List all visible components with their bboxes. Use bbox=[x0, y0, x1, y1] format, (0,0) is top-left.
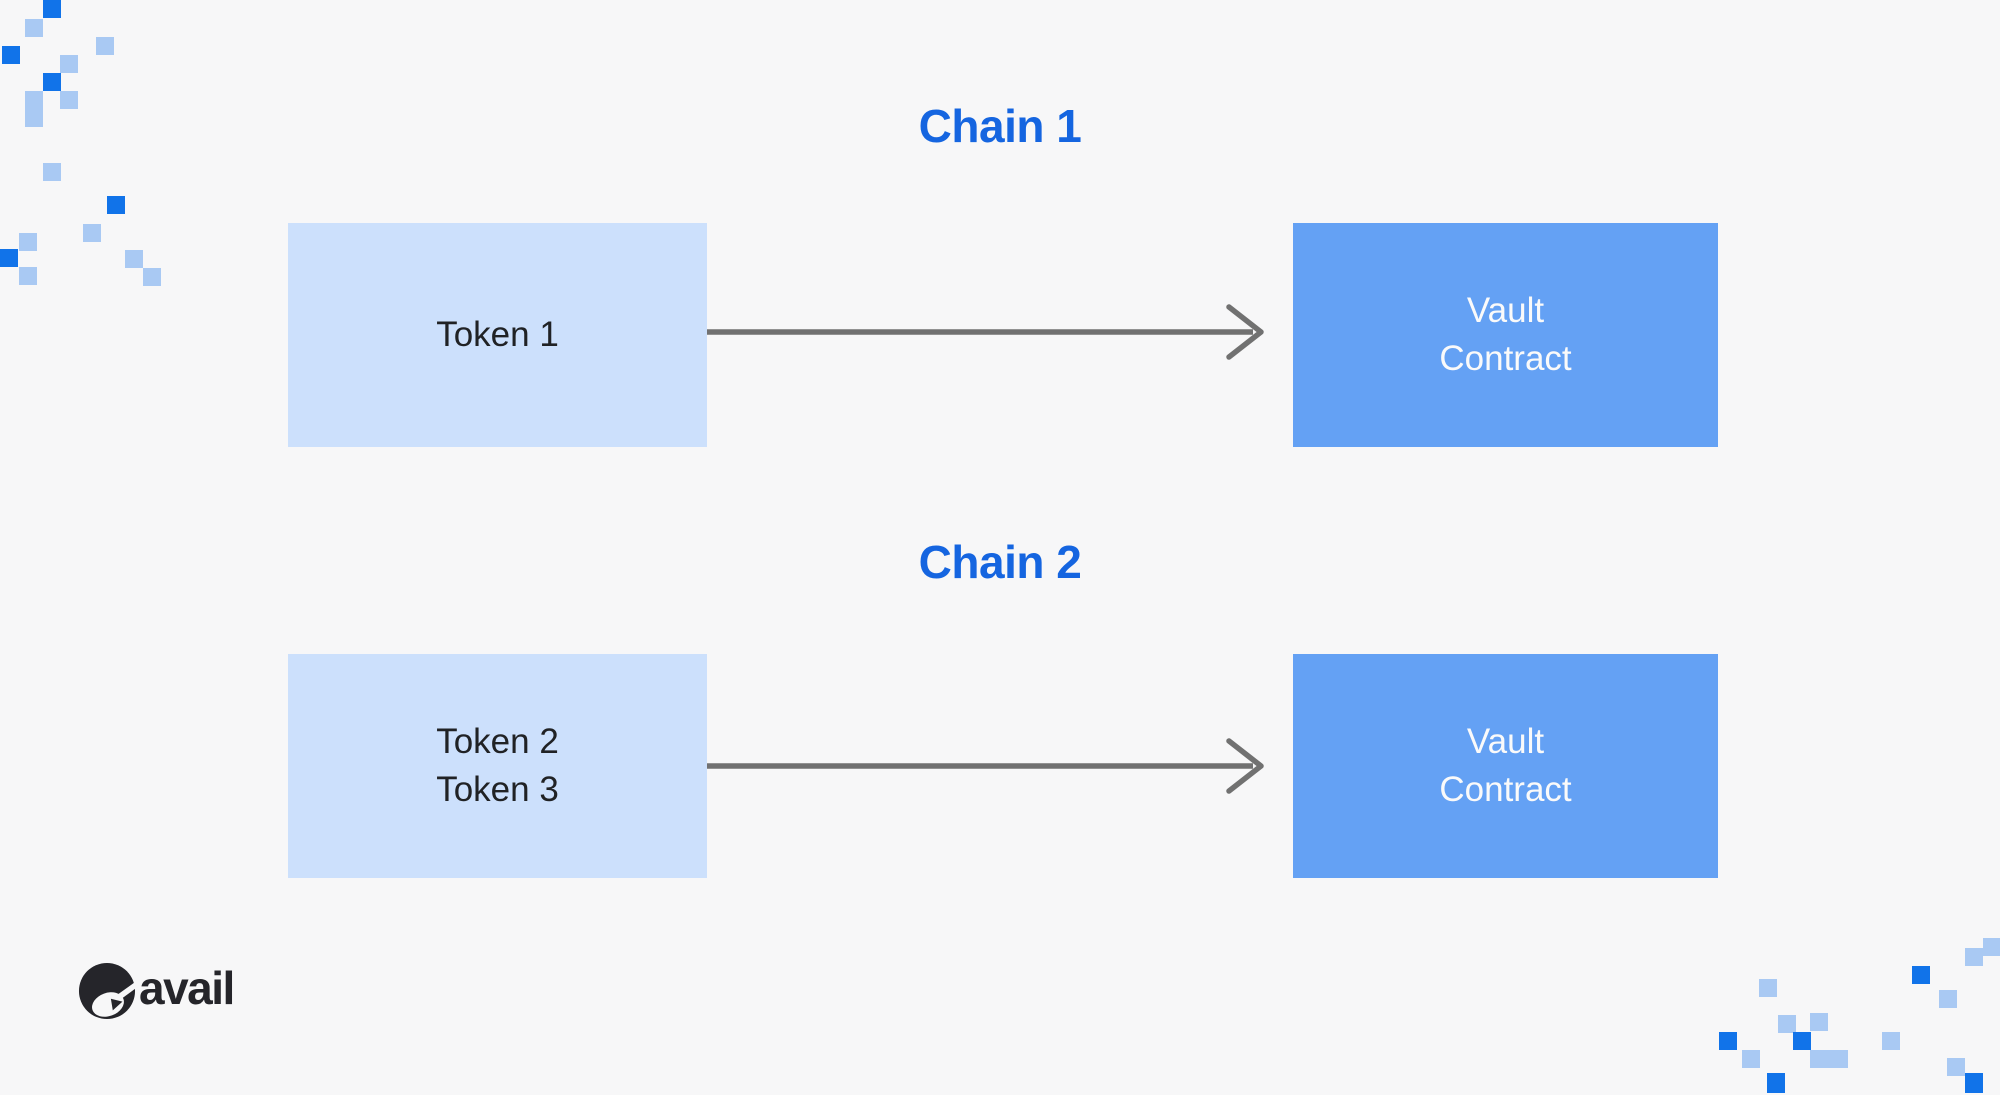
vault-contract-box-chain-2: Vault Contract bbox=[1293, 654, 1718, 878]
token-box-line: Token 3 bbox=[436, 770, 559, 809]
pixel-square bbox=[1719, 1032, 1737, 1050]
pixel-square bbox=[96, 37, 114, 55]
token-box-chain-2: Token 2 Token 3 bbox=[288, 654, 707, 878]
pixel-square bbox=[107, 196, 125, 214]
pixel-square bbox=[1912, 966, 1930, 984]
pixel-square bbox=[1882, 1032, 1900, 1050]
pixel-square bbox=[1947, 1058, 1965, 1076]
pixel-square bbox=[25, 19, 43, 37]
avail-logo-icon bbox=[78, 962, 136, 1020]
pixel-square bbox=[0, 249, 18, 267]
pixel-square bbox=[2, 46, 20, 64]
pixel-square bbox=[125, 250, 143, 268]
arrow-right-icon bbox=[707, 304, 1264, 360]
pixel-square bbox=[1793, 1032, 1811, 1050]
avail-logo-text: avail bbox=[139, 962, 235, 1014]
pixel-square bbox=[1767, 1073, 1785, 1093]
pixel-square bbox=[43, 163, 61, 181]
pixel-square bbox=[19, 233, 37, 251]
pixel-square bbox=[60, 55, 78, 73]
vault-box-line: Contract bbox=[1439, 339, 1572, 378]
pixel-square bbox=[1939, 990, 1957, 1008]
pixel-square bbox=[1742, 1050, 1760, 1068]
pixel-square bbox=[1810, 1050, 1848, 1068]
vault-box-line: Vault bbox=[1466, 291, 1545, 330]
pixel-square bbox=[43, 73, 61, 91]
section-title-chain-2: Chain 2 bbox=[918, 536, 1082, 588]
pixel-square bbox=[19, 267, 37, 285]
vault-box-line: Contract bbox=[1439, 770, 1572, 809]
pixel-square bbox=[1810, 1013, 1828, 1031]
token-box-line: Token 1 bbox=[436, 315, 559, 354]
pixel-square bbox=[1965, 948, 1983, 966]
pixel-square bbox=[83, 224, 101, 242]
pixel-square bbox=[1983, 938, 2000, 956]
section-title-chain-1: Chain 1 bbox=[918, 100, 1082, 152]
arrow-right-icon bbox=[707, 738, 1264, 794]
vault-contract-box-chain-1: Vault Contract bbox=[1293, 223, 1718, 447]
avail-logo: avail bbox=[78, 962, 235, 1020]
vault-box-line: Vault bbox=[1466, 722, 1545, 761]
token-box-chain-1: Token 1 bbox=[288, 223, 707, 447]
pixel-square bbox=[43, 0, 61, 18]
pixel-square bbox=[1759, 979, 1777, 997]
pixel-square bbox=[1965, 1073, 1983, 1093]
pixel-square bbox=[143, 268, 161, 286]
pixel-square bbox=[1778, 1015, 1796, 1033]
token-box-line: Token 2 bbox=[436, 722, 559, 761]
